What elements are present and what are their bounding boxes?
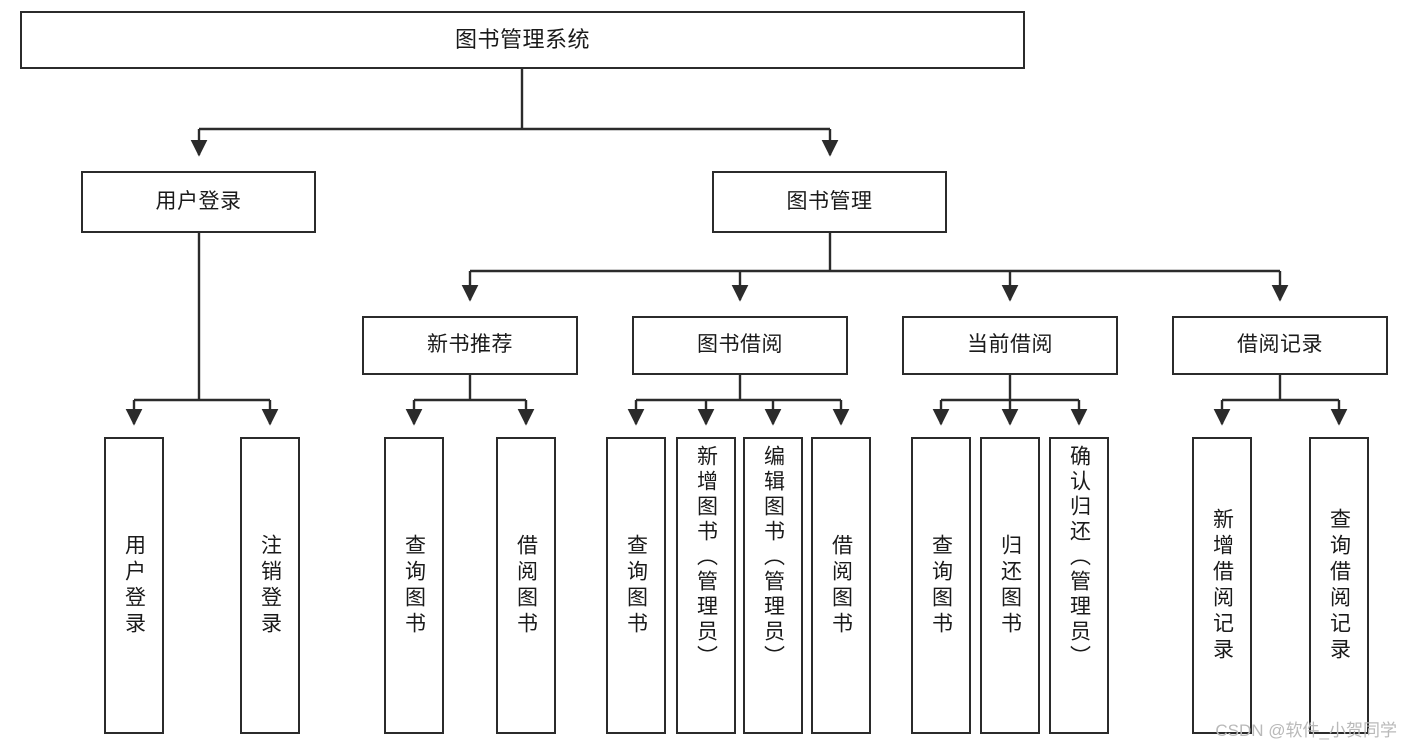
node-label: 新书推荐 [427, 333, 513, 357]
leaf-record-query-borrow-record[interactable]: 查询借阅记录 [1309, 437, 1369, 734]
node-borrow-record[interactable]: 借阅记录 [1172, 316, 1388, 375]
leaf-current-return-book[interactable]: 归还图书 [980, 437, 1040, 734]
watermark: CSDN @软件_小贺同学 [1215, 721, 1397, 740]
leaf-user-login-login[interactable]: 用户登录 [104, 437, 164, 734]
node-user-login[interactable]: 用户登录 [81, 171, 316, 233]
node-label: 确认归还（管理员） [1067, 445, 1091, 670]
leaf-recommend-query-book[interactable]: 查询图书 [384, 437, 444, 734]
node-new-book-recommend[interactable]: 新书推荐 [362, 316, 578, 375]
node-label: 借阅图书 [514, 533, 538, 638]
node-label: 注销登录 [258, 533, 282, 638]
node-book-borrow[interactable]: 图书借阅 [632, 316, 848, 375]
node-label: 用户登录 [155, 189, 242, 213]
node-label: 查询图书 [402, 533, 426, 638]
leaf-current-confirm-return-admin[interactable]: 确认归还（管理员） [1049, 437, 1109, 734]
leaf-borrow-add-book-admin[interactable]: 新增图书（管理员） [676, 437, 736, 734]
node-book-management[interactable]: 图书管理 [712, 171, 947, 233]
node-label: 图书借阅 [697, 333, 783, 357]
node-label: 编辑图书（管理员） [761, 445, 785, 670]
node-label: 查询借阅记录 [1327, 507, 1351, 664]
node-label: 查询图书 [929, 533, 953, 638]
leaf-borrow-borrow-book[interactable]: 借阅图书 [811, 437, 871, 734]
leaf-user-login-logout[interactable]: 注销登录 [240, 437, 300, 734]
node-label: 借阅记录 [1237, 333, 1323, 357]
node-current-borrow[interactable]: 当前借阅 [902, 316, 1118, 375]
node-label: 新增图书（管理员） [694, 445, 718, 670]
node-label: 图书管理 [786, 189, 873, 213]
node-root-book-management-system[interactable]: 图书管理系统 [20, 11, 1025, 69]
node-label: 图书管理系统 [454, 27, 590, 53]
leaf-current-query-book[interactable]: 查询图书 [911, 437, 971, 734]
node-label: 用户登录 [122, 533, 146, 638]
node-label: 查询图书 [624, 533, 648, 638]
leaf-borrow-query-book[interactable]: 查询图书 [606, 437, 666, 734]
leaf-record-add-borrow-record[interactable]: 新增借阅记录 [1192, 437, 1252, 734]
leaf-borrow-edit-book-admin[interactable]: 编辑图书（管理员） [743, 437, 803, 734]
node-label: 当前借阅 [967, 333, 1053, 357]
node-label: 新增借阅记录 [1210, 507, 1234, 664]
node-label: 归还图书 [998, 533, 1022, 638]
leaf-recommend-borrow-book[interactable]: 借阅图书 [496, 437, 556, 734]
node-label: 借阅图书 [829, 533, 853, 638]
